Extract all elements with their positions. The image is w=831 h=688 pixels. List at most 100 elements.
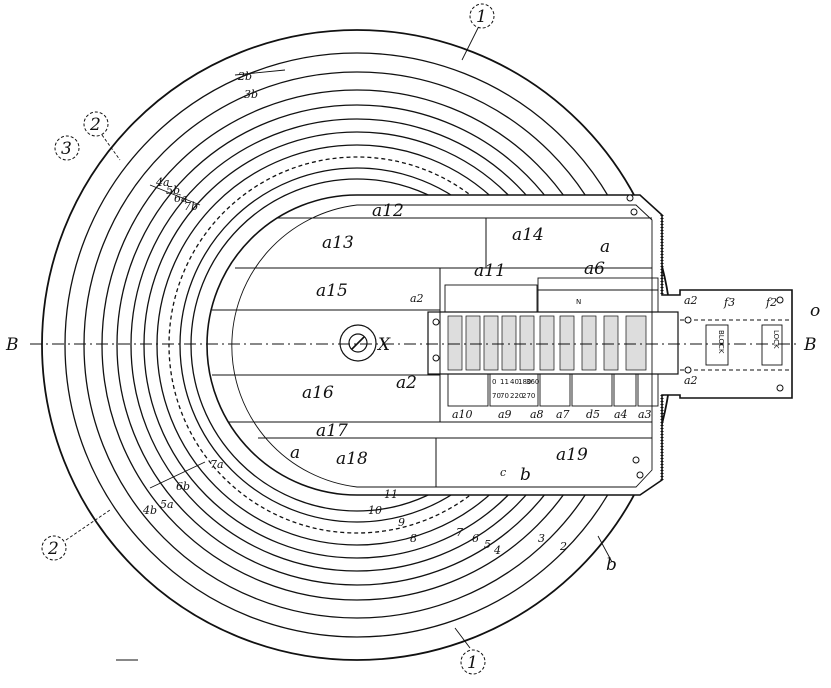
label-a-bottom: a: [290, 443, 300, 463]
leader-lines: [65, 23, 613, 649]
digit-lower-2: 220: [510, 392, 523, 400]
leader-upper-left: [101, 134, 121, 161]
ring-number-11: 11: [384, 488, 398, 501]
screw-1: [626, 194, 634, 202]
label-c: c: [500, 466, 506, 479]
mechanism-teeth: [447, 315, 647, 371]
lock-slot: [761, 324, 783, 366]
u-plate-body: [206, 194, 793, 496]
plate-separators: [212, 217, 652, 487]
plate-labels: a12 a13 a14 a a15 a16 a11 a6 a17 a a18 a…: [290, 201, 698, 469]
leader-lower-left: [65, 509, 111, 541]
digit-upper-4: 360: [526, 378, 539, 386]
bottom-box-4: [571, 373, 613, 407]
leader-ring-left: [149, 184, 201, 206]
label-a2-upper-right: a2: [684, 294, 698, 307]
label-a3: a3: [638, 408, 652, 421]
ring-mark-7b: 7b: [184, 200, 198, 213]
digit-upper-2: 40: [510, 378, 519, 386]
screw-5: [776, 296, 784, 304]
tooth-9: [603, 315, 619, 371]
label-a7: a7: [556, 408, 570, 421]
callout-circle-bottom: [460, 649, 486, 675]
bottom-row-labels: a10 a9 a8 a7 d5 a4 a3 c b f3 f2 N: [452, 296, 777, 485]
label-a17: a17: [316, 421, 348, 441]
ring-number-5: 5: [484, 538, 491, 551]
screw-6: [776, 384, 784, 392]
ring-mark-7a: 7a: [210, 458, 224, 471]
label-a14: a14: [512, 225, 544, 245]
screw-10: [432, 354, 440, 362]
label-b: b: [520, 465, 531, 485]
u-plate-inner-edge: [231, 204, 653, 488]
ring-number-9: 9: [398, 516, 405, 529]
screw-2: [630, 208, 638, 216]
label-a6: a6: [584, 259, 605, 279]
block-text: BLOCK: [717, 330, 725, 354]
digit-upper-0: 0: [492, 378, 496, 386]
leader-top: [461, 23, 481, 61]
label-a2-upper-left: a2: [410, 292, 424, 305]
label-a10: a10: [452, 408, 473, 421]
label-a12: a12: [372, 201, 404, 221]
leader-ring-lower-left: [149, 461, 206, 489]
tooth-5: [519, 315, 535, 371]
label-a18: a18: [336, 449, 368, 469]
label-f3: f3: [723, 296, 735, 309]
bottom-box-5: [613, 373, 637, 407]
ring-mark-3b: 3b: [244, 88, 258, 101]
section-letter-left: B: [5, 335, 19, 355]
ring-mark-2b: 2b: [237, 70, 252, 83]
label-a4: a4: [614, 408, 628, 421]
tab-details: [680, 319, 792, 371]
callout-circle-2a: [83, 111, 109, 137]
ring-mark-4b: 4b: [142, 504, 157, 517]
label-a13: a13: [322, 233, 354, 253]
ring-mark-6b: 6b: [176, 480, 190, 493]
ring-mark-5a: 5a: [160, 498, 174, 511]
digit-upper-1: 11: [500, 378, 509, 386]
pivot-slot: [351, 336, 365, 350]
digit-upper-3: 180: [518, 378, 531, 386]
ring-number-10: 10: [368, 504, 382, 517]
screw-3: [636, 471, 644, 479]
label-a8: a8: [530, 408, 544, 421]
tooth-10: [625, 315, 647, 371]
ring-number-3: 3: [538, 532, 545, 545]
tooth-4: [501, 315, 517, 371]
bottom-box-2: [489, 373, 539, 407]
top-box-1: [444, 284, 538, 313]
tooth-2: [465, 315, 481, 371]
tooth-8: [581, 315, 597, 371]
leader-b-edge: [597, 535, 613, 563]
mechanism-top-boxes: [444, 277, 659, 313]
digit-lower-0: 70: [492, 392, 501, 400]
callout-circle-3: [54, 135, 80, 161]
label-f2: f2: [765, 296, 777, 309]
callout-circle-top: [469, 3, 495, 29]
lock-text: LOCK: [772, 330, 780, 349]
label-a15: a15: [316, 281, 348, 301]
ring-mark-5b: 5b: [166, 184, 180, 197]
section-letters: B B X o: [5, 301, 820, 355]
label-a2-lower-right: a2: [684, 374, 698, 387]
ring-number-7: 7: [456, 526, 463, 539]
label-a16: a16: [302, 383, 334, 403]
center-pivot: [339, 324, 377, 362]
ring-mark-6a: 6a: [174, 192, 188, 205]
section-letter-right: B: [803, 335, 817, 355]
digit-lower-3: 270: [522, 392, 535, 400]
screw-7: [684, 316, 692, 324]
ring-numbers: 11 10 9 8 7 6 5 4 3 2 b: [368, 488, 617, 575]
leader-ring-2b: [234, 69, 286, 76]
label-a-top: a: [600, 237, 610, 257]
bottom-box-3: [539, 373, 571, 407]
ring-number-6: 6: [472, 532, 479, 545]
label-n: N: [576, 298, 581, 306]
callout-circles: [41, 3, 495, 675]
mechanism-bottom-boxes: [447, 373, 659, 407]
tiny-text: BLOCK LOCK 0 11 40 180 360 70 70 220 270: [492, 330, 780, 400]
tooth-1: [447, 315, 463, 371]
